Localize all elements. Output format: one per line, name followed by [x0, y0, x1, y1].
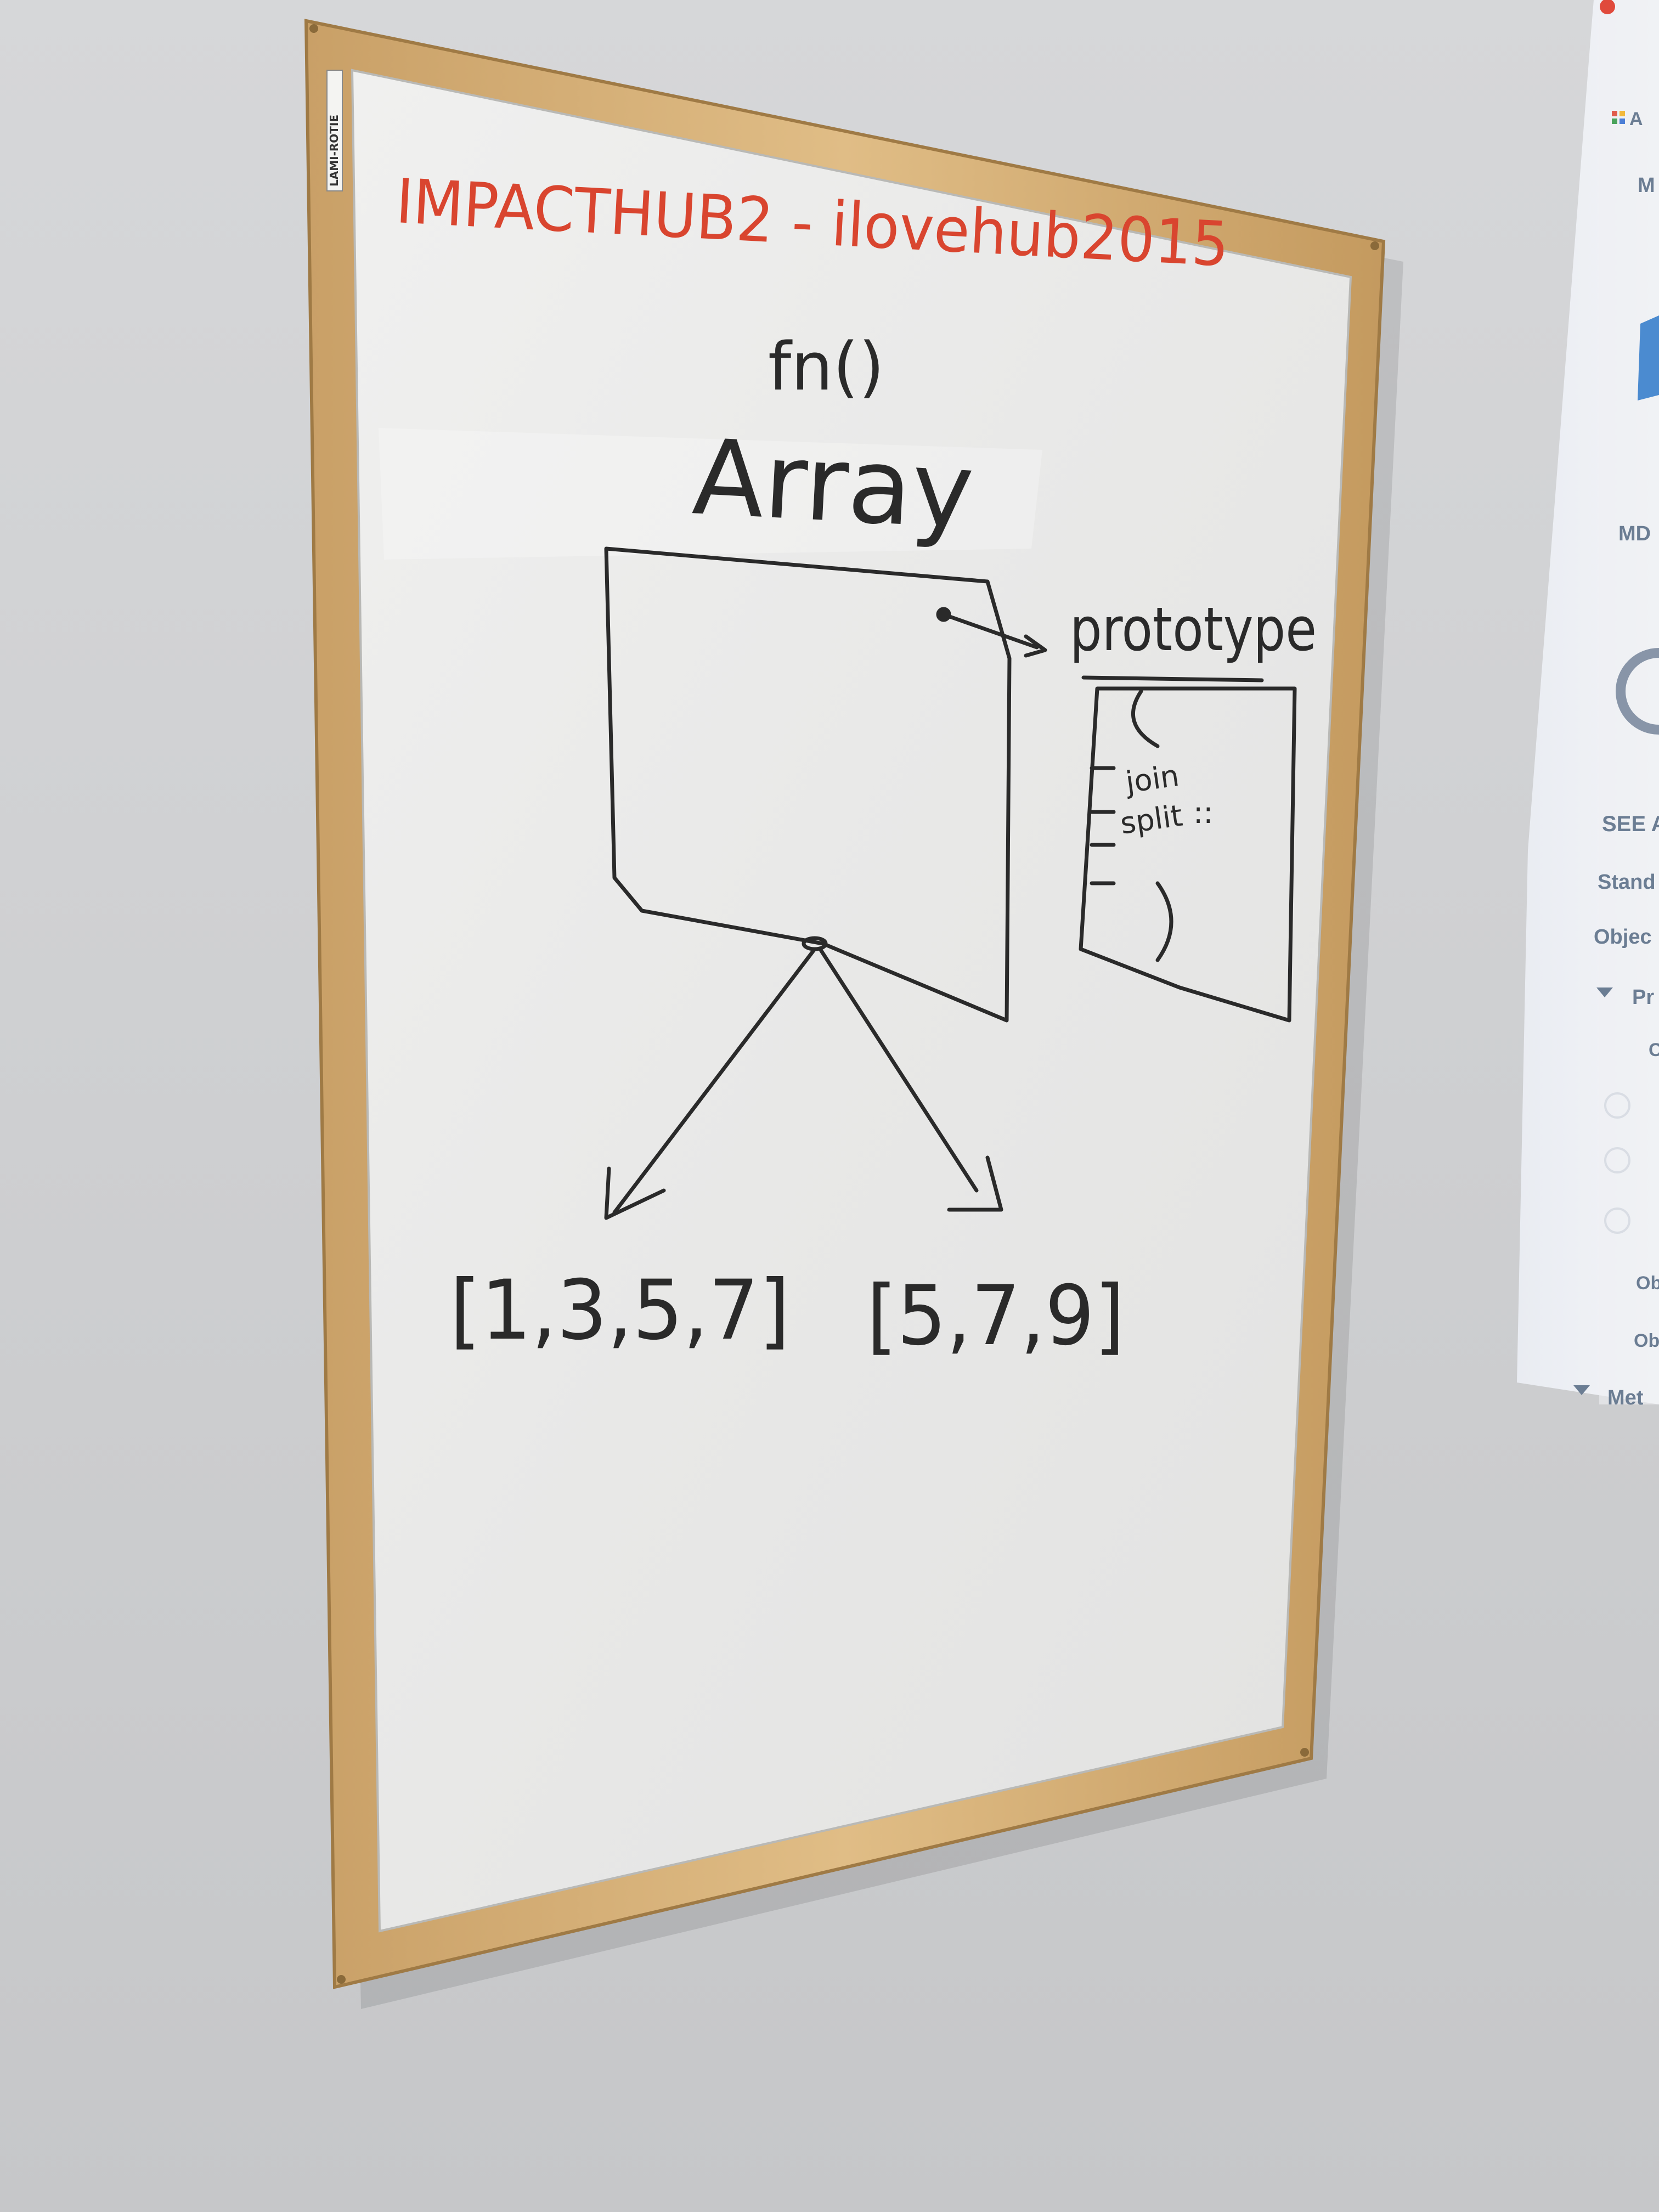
- projected-screen: A M MD SEE A Stand Objec Pr C Ob Ob Met: [1517, 0, 1659, 1409]
- projected-caret-icon: [1596, 988, 1613, 997]
- instance-arrow-left: [604, 947, 817, 1220]
- prototype-object-box: [1079, 686, 1297, 1023]
- constructor-object-box: [604, 546, 1012, 1023]
- projected-circle-icon: [1616, 648, 1659, 735]
- projected-logo-icon: [1638, 315, 1659, 400]
- projected-label-10: Ob: [1634, 1330, 1659, 1351]
- projected-label-7: Pr: [1632, 986, 1654, 1009]
- projected-label-8: C: [1649, 1040, 1659, 1060]
- projected-label-4: SEE A: [1602, 812, 1659, 836]
- prototype-method-join: join: [1123, 758, 1181, 800]
- projected-label-1: A: [1629, 109, 1643, 129]
- constructor-label: Array: [690, 416, 977, 552]
- array-instance-b: [5,7,9]: [867, 1268, 1125, 1364]
- projected-caret-icon: [1573, 1385, 1590, 1395]
- projected-label-6: Objec: [1594, 926, 1652, 949]
- frame-nail: [1300, 1748, 1309, 1757]
- projected-label-11: Met: [1607, 1386, 1644, 1409]
- frame-nail: [1370, 241, 1379, 250]
- prototype-label: prototype: [1070, 594, 1317, 664]
- function-label: fn(): [768, 329, 884, 405]
- prototype-pointer-arrow: [941, 612, 1047, 658]
- frame-brand-text: LAMI-ROTIE: [328, 115, 341, 187]
- prototype-ellipsis: ::: [1193, 795, 1213, 830]
- instance-arrow-right: [818, 947, 1003, 1212]
- projected-radio-icon: [1604, 1147, 1630, 1173]
- projected-radio-icon: [1604, 1092, 1630, 1119]
- array-instance-a: [1,3,5,7]: [450, 1263, 790, 1358]
- frame-nail: [309, 24, 318, 33]
- projected-apps-icon: [1612, 111, 1625, 124]
- projected-label-3: MD: [1618, 522, 1651, 545]
- projected-label-2: M: [1638, 174, 1655, 197]
- projected-radio-icon: [1604, 1207, 1630, 1234]
- projected-label-9: Ob: [1636, 1273, 1659, 1294]
- frame-nail: [337, 1975, 346, 1984]
- frame-brand-sticker: LAMI-ROTIE: [326, 70, 343, 191]
- sketch-strokes: [604, 546, 1297, 1220]
- projected-label-5: Stand: [1598, 871, 1656, 894]
- prototype-method-split: split: [1118, 798, 1184, 841]
